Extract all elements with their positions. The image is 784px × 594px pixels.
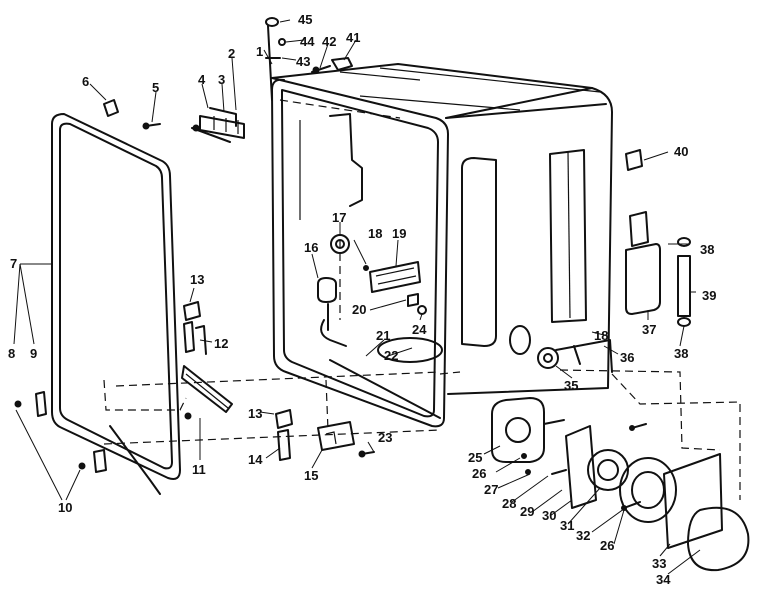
assembly-dashed-lines xyxy=(103,99,741,500)
label-13a: 13 xyxy=(190,272,204,287)
clip-6 xyxy=(103,99,119,117)
tub-body xyxy=(271,63,613,428)
label-43: 43 xyxy=(296,54,310,69)
label-19: 19 xyxy=(392,226,406,241)
label-36: 36 xyxy=(620,350,634,365)
label-39: 39 xyxy=(702,288,716,303)
label-8: 8 xyxy=(8,346,15,361)
label-26a: 26 xyxy=(472,466,486,481)
label-44: 44 xyxy=(300,34,315,49)
label-41: 41 xyxy=(346,30,360,45)
label-12: 12 xyxy=(214,336,228,351)
small-brackets xyxy=(183,301,375,461)
label-26b: 26 xyxy=(600,538,614,553)
label-13b: 13 xyxy=(248,406,262,421)
kick-rail xyxy=(181,365,233,420)
label-37: 37 xyxy=(642,322,656,337)
drain-parts xyxy=(537,339,613,373)
top-hardware xyxy=(265,17,353,101)
label-33: 33 xyxy=(652,556,666,571)
leader-lines xyxy=(13,19,701,575)
label-30: 30 xyxy=(542,508,556,523)
label-18b: 18 xyxy=(594,328,608,343)
label-24: 24 xyxy=(412,322,427,337)
screw-5 xyxy=(142,122,161,130)
label-25: 25 xyxy=(468,450,482,465)
label-32: 32 xyxy=(576,528,590,543)
label-38b: 38 xyxy=(674,346,688,361)
label-16: 16 xyxy=(304,240,318,255)
label-34: 34 xyxy=(656,572,671,587)
label-11: 11 xyxy=(192,462,206,477)
label-42: 42 xyxy=(322,34,336,49)
label-7: 7 xyxy=(10,256,17,271)
label-17: 17 xyxy=(332,210,346,225)
door-gasket xyxy=(51,113,181,495)
label-2: 2 xyxy=(228,46,235,61)
label-31: 31 xyxy=(560,518,574,533)
label-14: 14 xyxy=(248,452,263,467)
label-6: 6 xyxy=(82,74,89,89)
label-21: 21 xyxy=(376,328,390,343)
label-22: 22 xyxy=(384,348,398,363)
label-29: 29 xyxy=(520,504,534,519)
label-18a: 18 xyxy=(368,226,382,241)
label-35: 35 xyxy=(564,378,578,393)
hinge-bracket xyxy=(191,107,245,143)
gasket-clips xyxy=(14,391,107,473)
label-38a: 38 xyxy=(700,242,714,257)
label-27: 27 xyxy=(484,482,498,497)
label-20: 20 xyxy=(352,302,366,317)
control-strip xyxy=(363,261,427,315)
label-3: 3 xyxy=(218,72,225,87)
label-28: 28 xyxy=(502,496,516,511)
label-45: 45 xyxy=(298,12,312,27)
label-23: 23 xyxy=(378,430,392,445)
label-15: 15 xyxy=(304,468,318,483)
motor-pump-assembly xyxy=(491,397,750,572)
label-10: 10 xyxy=(58,500,72,515)
float-assembly xyxy=(317,234,350,331)
vent-assembly xyxy=(625,149,691,327)
label-9: 9 xyxy=(30,346,37,361)
label-5: 5 xyxy=(152,80,159,95)
part-number-labels: 45 44 43 42 41 1 2 3 4 5 6 7 8 9 10 11 1… xyxy=(8,12,716,587)
label-40: 40 xyxy=(674,144,688,159)
label-1: 1 xyxy=(256,44,263,59)
label-4: 4 xyxy=(198,72,206,87)
